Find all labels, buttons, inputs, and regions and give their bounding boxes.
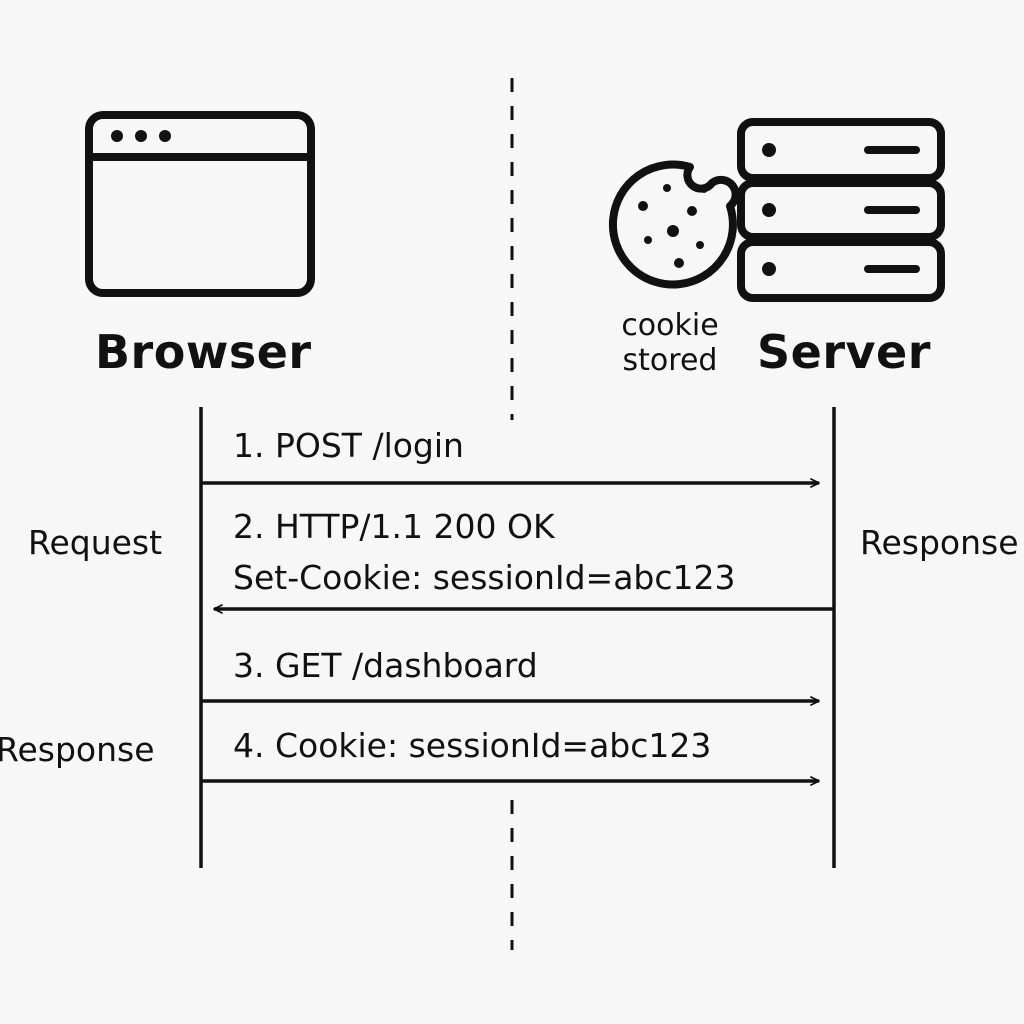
server-rack-icon <box>737 118 945 302</box>
side-label-response-left: Response <box>0 730 155 769</box>
cookie-icon <box>609 160 740 289</box>
cookie-note-line-2: stored <box>622 343 718 379</box>
message-2-label-line-1: 2. HTTP/1.1 200 OK <box>233 507 555 546</box>
message-4-label: 4. Cookie: sessionId=abc123 <box>233 726 712 765</box>
side-label-request: Request <box>28 523 163 562</box>
message-3-label: 3. GET /dashboard <box>233 646 538 685</box>
cookie-stored-note: cookie stored <box>605 308 735 379</box>
browser-window-icon <box>85 111 315 297</box>
server-label: Server <box>757 325 931 379</box>
side-label-response-right: Response <box>860 523 1019 562</box>
browser-label: Browser <box>95 325 312 379</box>
message-1-label: 1. POST /login <box>233 426 464 465</box>
message-2-label-line-2: Set-Cookie: sessionId=abc123 <box>233 558 736 597</box>
cookie-note-line-1: cookie <box>621 308 719 343</box>
